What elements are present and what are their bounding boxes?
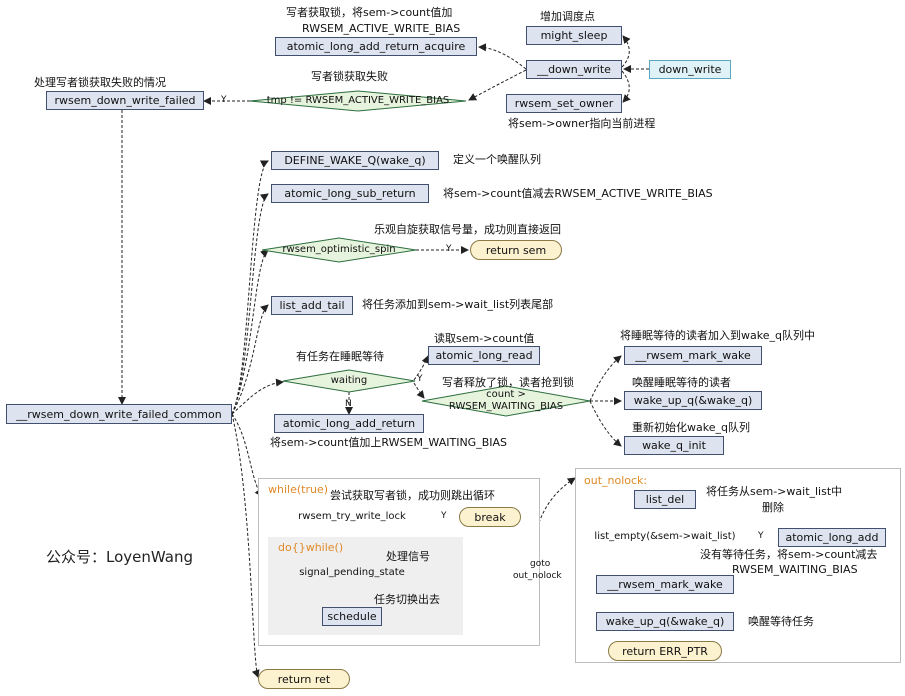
edge-to-optimistic-spin [231,249,269,415]
note-writer-acquire-2: RWSEM_ACTIVE_WRITE_BIAS [302,22,461,35]
node-rwsem-mark-wake-2: __rwsem_mark_wake [596,575,734,594]
note-owner-to-current: 将sem->owner指向当前进程 [508,117,656,130]
edge-label-y-try-lock: Y [441,511,447,521]
note-reinit-queue: 重新初始化wake_q队列 [632,421,750,434]
waiting-label: waiting [330,375,368,386]
edge-label-y-list-empty: Y [758,531,764,541]
edge-to-sub-return [231,193,269,415]
edge-to-waiting [231,378,284,415]
node-rwsem-down-write-failed-common: __rwsem_down_write_failed_common [6,404,232,424]
note-wake-waiting: 唤醒等待任务 [748,615,814,628]
note-no-waiting-2: RWSEM_WAITING_BIAS [732,563,858,576]
edge-label-y-waiting: Y [417,374,423,384]
label-do-while: do{}while() [278,541,344,554]
node-atomic-long-add-return: atomic_long_add_return [274,414,424,433]
note-no-waiting-1: 没有等待任务，将sem->count减去 [700,548,878,561]
note-optimistic-spin: 乐观自旋获取信号量，成功则直接返回 [374,223,561,236]
node-atomic-long-add: atomic_long_add [778,528,886,547]
decision-tmp-check [249,90,467,112]
edge-to-define-wake-q [231,160,269,415]
node-wake-up-q-1: wake_up_q(&wake_q) [624,391,762,410]
edge-to-list-add-tail [231,304,269,415]
note-add-to-tail: 将任务添加到sem->wait_list列表尾部 [362,298,554,311]
edge-count-to-wake-init [589,400,622,447]
note-task-switch: 任务切换出去 [374,593,440,606]
note-handle-signal: 处理信号 [386,550,430,563]
node-rwsem-down-write-failed: rwsem_down_write_failed [46,91,204,110]
note-writer-acquire-1: 写者获取锁，将sem->count值加 [286,6,453,19]
note-try-acquire: 尝试获取写者锁，成功则跳出循环 [330,489,495,502]
list-empty-label: list_empty(&sem->wait_list) [594,531,736,542]
tmp-check-label: tmp != RWSEM_ACTIVE_WRITE_BIAS [266,95,450,106]
node-down-write: down_write [649,60,731,79]
note-add-waiting-bias: 将sem->count值加上RWSEM_WAITING_BIAS [270,436,507,449]
try-write-lock-label: rwsem_try_write_lock [298,511,406,522]
signal-pending-label: signal_pending_state [299,567,405,578]
edge-label-goto-1: goto [530,559,551,569]
node-list-add-tail: list_add_tail [271,296,353,315]
edge-label-goto-2: out_nolock [513,571,562,581]
optimistic-spin-label: rwsem_optimistic_spin [282,244,396,255]
node-define-wake-q: DEFINE_WAKE_Q(wake_q) [271,151,439,170]
edge-waiting-to-read [413,355,430,381]
node-add-return-acquire: atomic_long_add_return_acquire [275,37,477,56]
label-out-nolock: out_nolock: [584,474,648,487]
note-define-queue: 定义一个唤醒队列 [453,153,541,166]
count-check-label-1: count > [486,389,526,400]
note-wake-readers: 唤醒睡眠等待的读者 [632,376,731,389]
node-rwsem-mark-wake-1: __rwsem_mark_wake [624,346,762,365]
decision-optimistic-spin [261,237,417,263]
note-acquire-failed: 写者锁获取失败 [311,70,388,83]
note-sleeping-tasks: 有任务在睡眠等待 [296,350,384,363]
node-atomic-long-read: atomic_long_read [428,346,540,365]
note-sub-bias: 将sem->count值减去RWSEM_ACTIVE_WRITE_BIAS [443,187,713,200]
node-wake-q-init: wake_q_init [624,436,724,455]
edge-waiting-to-count-check [413,382,425,399]
note-handle-failed: 处理写者锁获取失败的情况 [34,76,166,89]
node-might-sleep: might_sleep [526,26,622,45]
node-rwsem-set-owner: rwsem_set_owner [506,94,622,113]
node-wake-up-q-2: wake_up_q(&wake_q) [596,612,734,631]
note-writer-released: 写者释放了锁，读者抢到锁 [442,376,574,389]
count-check-label-2: RWSEM_WAITING_BIAS [448,401,564,412]
terminal-return-sem: return sem [470,240,562,260]
wechat-watermark: 公众号：LoyenWang [46,548,193,566]
edge-to-tmp-check [468,69,527,101]
edge-to-return-ret [231,413,260,678]
note-add-readers: 将睡眠等待的读者加入到wake_q队列中 [620,329,815,342]
edge-to-add-return-acquire [478,43,527,70]
edge-label-y-tmp: Y [221,95,227,105]
note-read-count: 读取sem->count值 [434,332,535,345]
note-remove-from-list-2: 删除 [762,501,784,514]
edge-to-might-sleep [621,35,631,68]
edge-count-to-mark-wake [589,355,622,402]
edge-label-n-waiting: N [345,399,352,409]
note-remove-from-list-1: 将任务从sem->wait_list中 [706,485,843,498]
edge-label-y-spin: Y [446,244,452,254]
note-add-sched-point: 增加调度点 [540,10,595,23]
terminal-return-ret: return ret [258,669,350,689]
node-atomic-long-sub-return: atomic_long_sub_return [271,184,429,203]
node-schedule: schedule [322,607,382,626]
decision-waiting [282,369,416,393]
label-while-true: while(true) [268,483,329,496]
terminal-return-err-ptr: return ERR_PTR [608,641,722,661]
terminal-break: break [459,507,521,527]
node-down-write-inner: __down_write [526,60,622,79]
decision-count-check [421,385,591,417]
edge-to-set-owner [621,70,631,103]
node-list-del: list_del [634,490,696,509]
